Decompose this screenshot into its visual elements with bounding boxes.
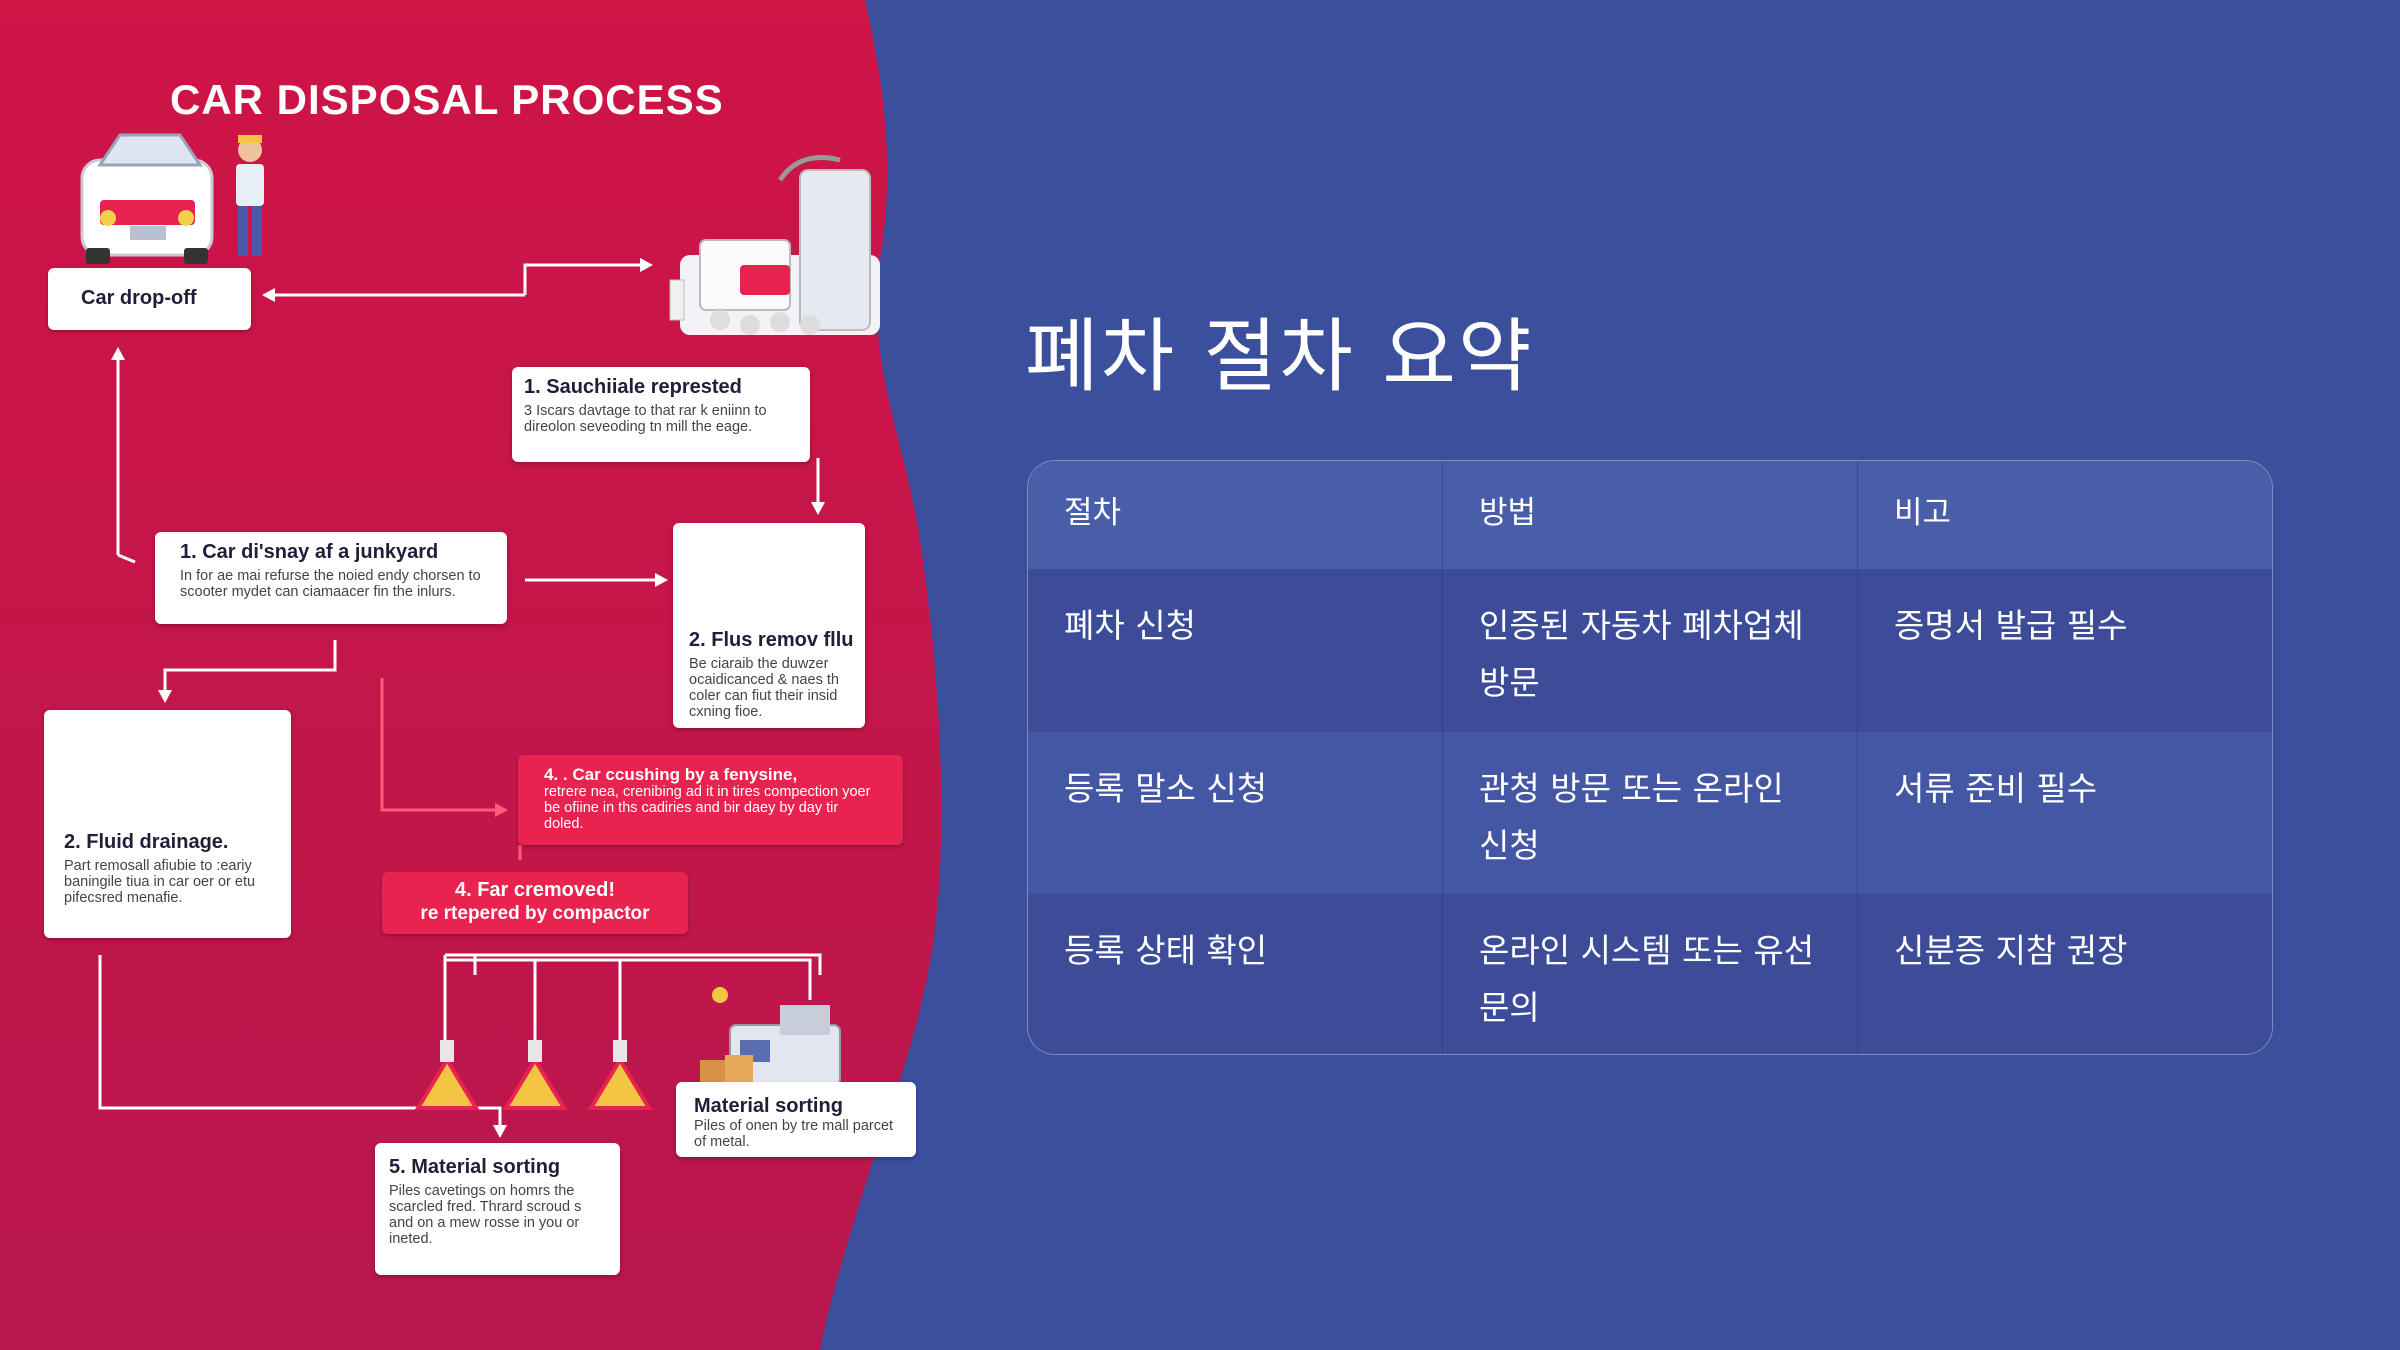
sorting-machine-illustration	[700, 987, 841, 1086]
box-step-c: 2. Flus remov fllu Be ciaraib the duwzer…	[673, 523, 865, 728]
red-panel-shape	[0, 0, 942, 1350]
box-title: 4. Far cremoved!	[454, 879, 616, 901]
box-title: Car drop-off	[81, 287, 197, 309]
table-cell: 등록 말소 신청	[1028, 732, 1443, 894]
table-header-cell: 비고	[1894, 495, 1952, 531]
summary-table: 절차 방법 비고 폐차 신청 인증된 자동차 폐차업체 방문 증명서 발급 필수…	[1027, 460, 2273, 1055]
box-description: In for ae mai refurse the noied endy cho…	[180, 568, 481, 600]
box-description: Part remosall afiubie to :eariy baningil…	[64, 858, 256, 906]
table-cell: 등록 상태 확인	[1028, 894, 1443, 1054]
factory-illustration	[669, 155, 880, 335]
table-cell: 인증된 자동차 폐차업체 방문	[1443, 569, 1858, 732]
table-cell: 관청 방문 또는 온라인 신청	[1443, 732, 1858, 894]
table-cell: 온라인 시스템 또는 유선 문의	[1443, 894, 1858, 1054]
table-header-row: 절차 방법 비고	[1028, 461, 2272, 569]
box-step-b: 1. Car di'snay af a junkyard In for ae m…	[155, 532, 507, 624]
table-row: 등록 상태 확인 온라인 시스템 또는 유선 문의 신분증 지참 권장	[1028, 894, 2272, 1054]
box-title: 2. Fluid drainage.	[64, 831, 229, 853]
table-row: 등록 말소 신청 관청 방문 또는 온라인 신청 서류 준비 필수	[1028, 732, 2272, 894]
box-step-e: 4. . Car ccushing by a fenysine, retrere…	[518, 755, 903, 845]
box-car-drop-off: Car drop-off	[48, 268, 251, 330]
table-header-cell: 절차	[1028, 461, 1443, 569]
arrow-heads	[111, 258, 825, 1138]
box-step-g: Material sorting Piles of onen by tre ma…	[676, 1082, 916, 1157]
box-description: 3 Iscars davtage to that rar k eniinn to…	[524, 403, 767, 435]
box-title: 1. Car di'snay af a junkyard	[180, 541, 439, 563]
box-step-d: 2. Fluid drainage. Part remosall afiubie…	[44, 710, 291, 938]
box-step-h: 5. Material sorting Piles cavetings on h…	[375, 1143, 620, 1275]
box-description: re rtepered by compactor	[420, 903, 650, 924]
box-description: retrere nea, crenibing ad it in tires co…	[544, 784, 871, 832]
table-cell: 폐차 신청	[1028, 569, 1443, 732]
warning-signs	[414, 958, 812, 1110]
table-cell: 증명서 발급 필수	[1894, 606, 2128, 645]
worker-illustration	[236, 135, 264, 256]
box-title: 5. Material sorting	[389, 1156, 561, 1178]
box-title: 1. Sauchiiale represted	[524, 376, 742, 398]
box-description: Piles cavetings on homrs the scarcled fr…	[389, 1183, 582, 1247]
box-title: 2. Flus remov fllu	[689, 629, 854, 651]
slide-title: 폐차 절차 요약	[1025, 310, 1534, 403]
table-cell: 서류 준비 필수	[1894, 769, 2098, 808]
infographic-title: CAR DISPOSAL PROCESS	[170, 76, 724, 123]
box-description: Be ciaraib the duwzer ocaidicanced & nae…	[689, 656, 839, 720]
red-flow-arrows	[380, 678, 522, 860]
box-step-a: 1. Sauchiiale represted 3 Iscars davtage…	[512, 367, 810, 462]
car-illustration	[80, 133, 214, 264]
box-description: Piles of onen by tre mall parcet of meta…	[694, 1118, 894, 1150]
table-cell: 신분증 지참 권장	[1894, 931, 2128, 970]
box-step-f: 4. Far cremoved! re rtepered by compacto…	[382, 872, 688, 934]
car-disposal-infographic: CAR DISPOSAL PROCESS Car drop-off 1. Sau…	[0, 0, 960, 1350]
box-title: Material sorting	[694, 1095, 843, 1117]
box-title: 4. . Car ccushing by a fenysine,	[544, 765, 798, 784]
table-header-cell: 방법	[1443, 461, 1858, 569]
table-row: 폐차 신청 인증된 자동차 폐차업체 방문 증명서 발급 필수	[1028, 569, 2272, 732]
